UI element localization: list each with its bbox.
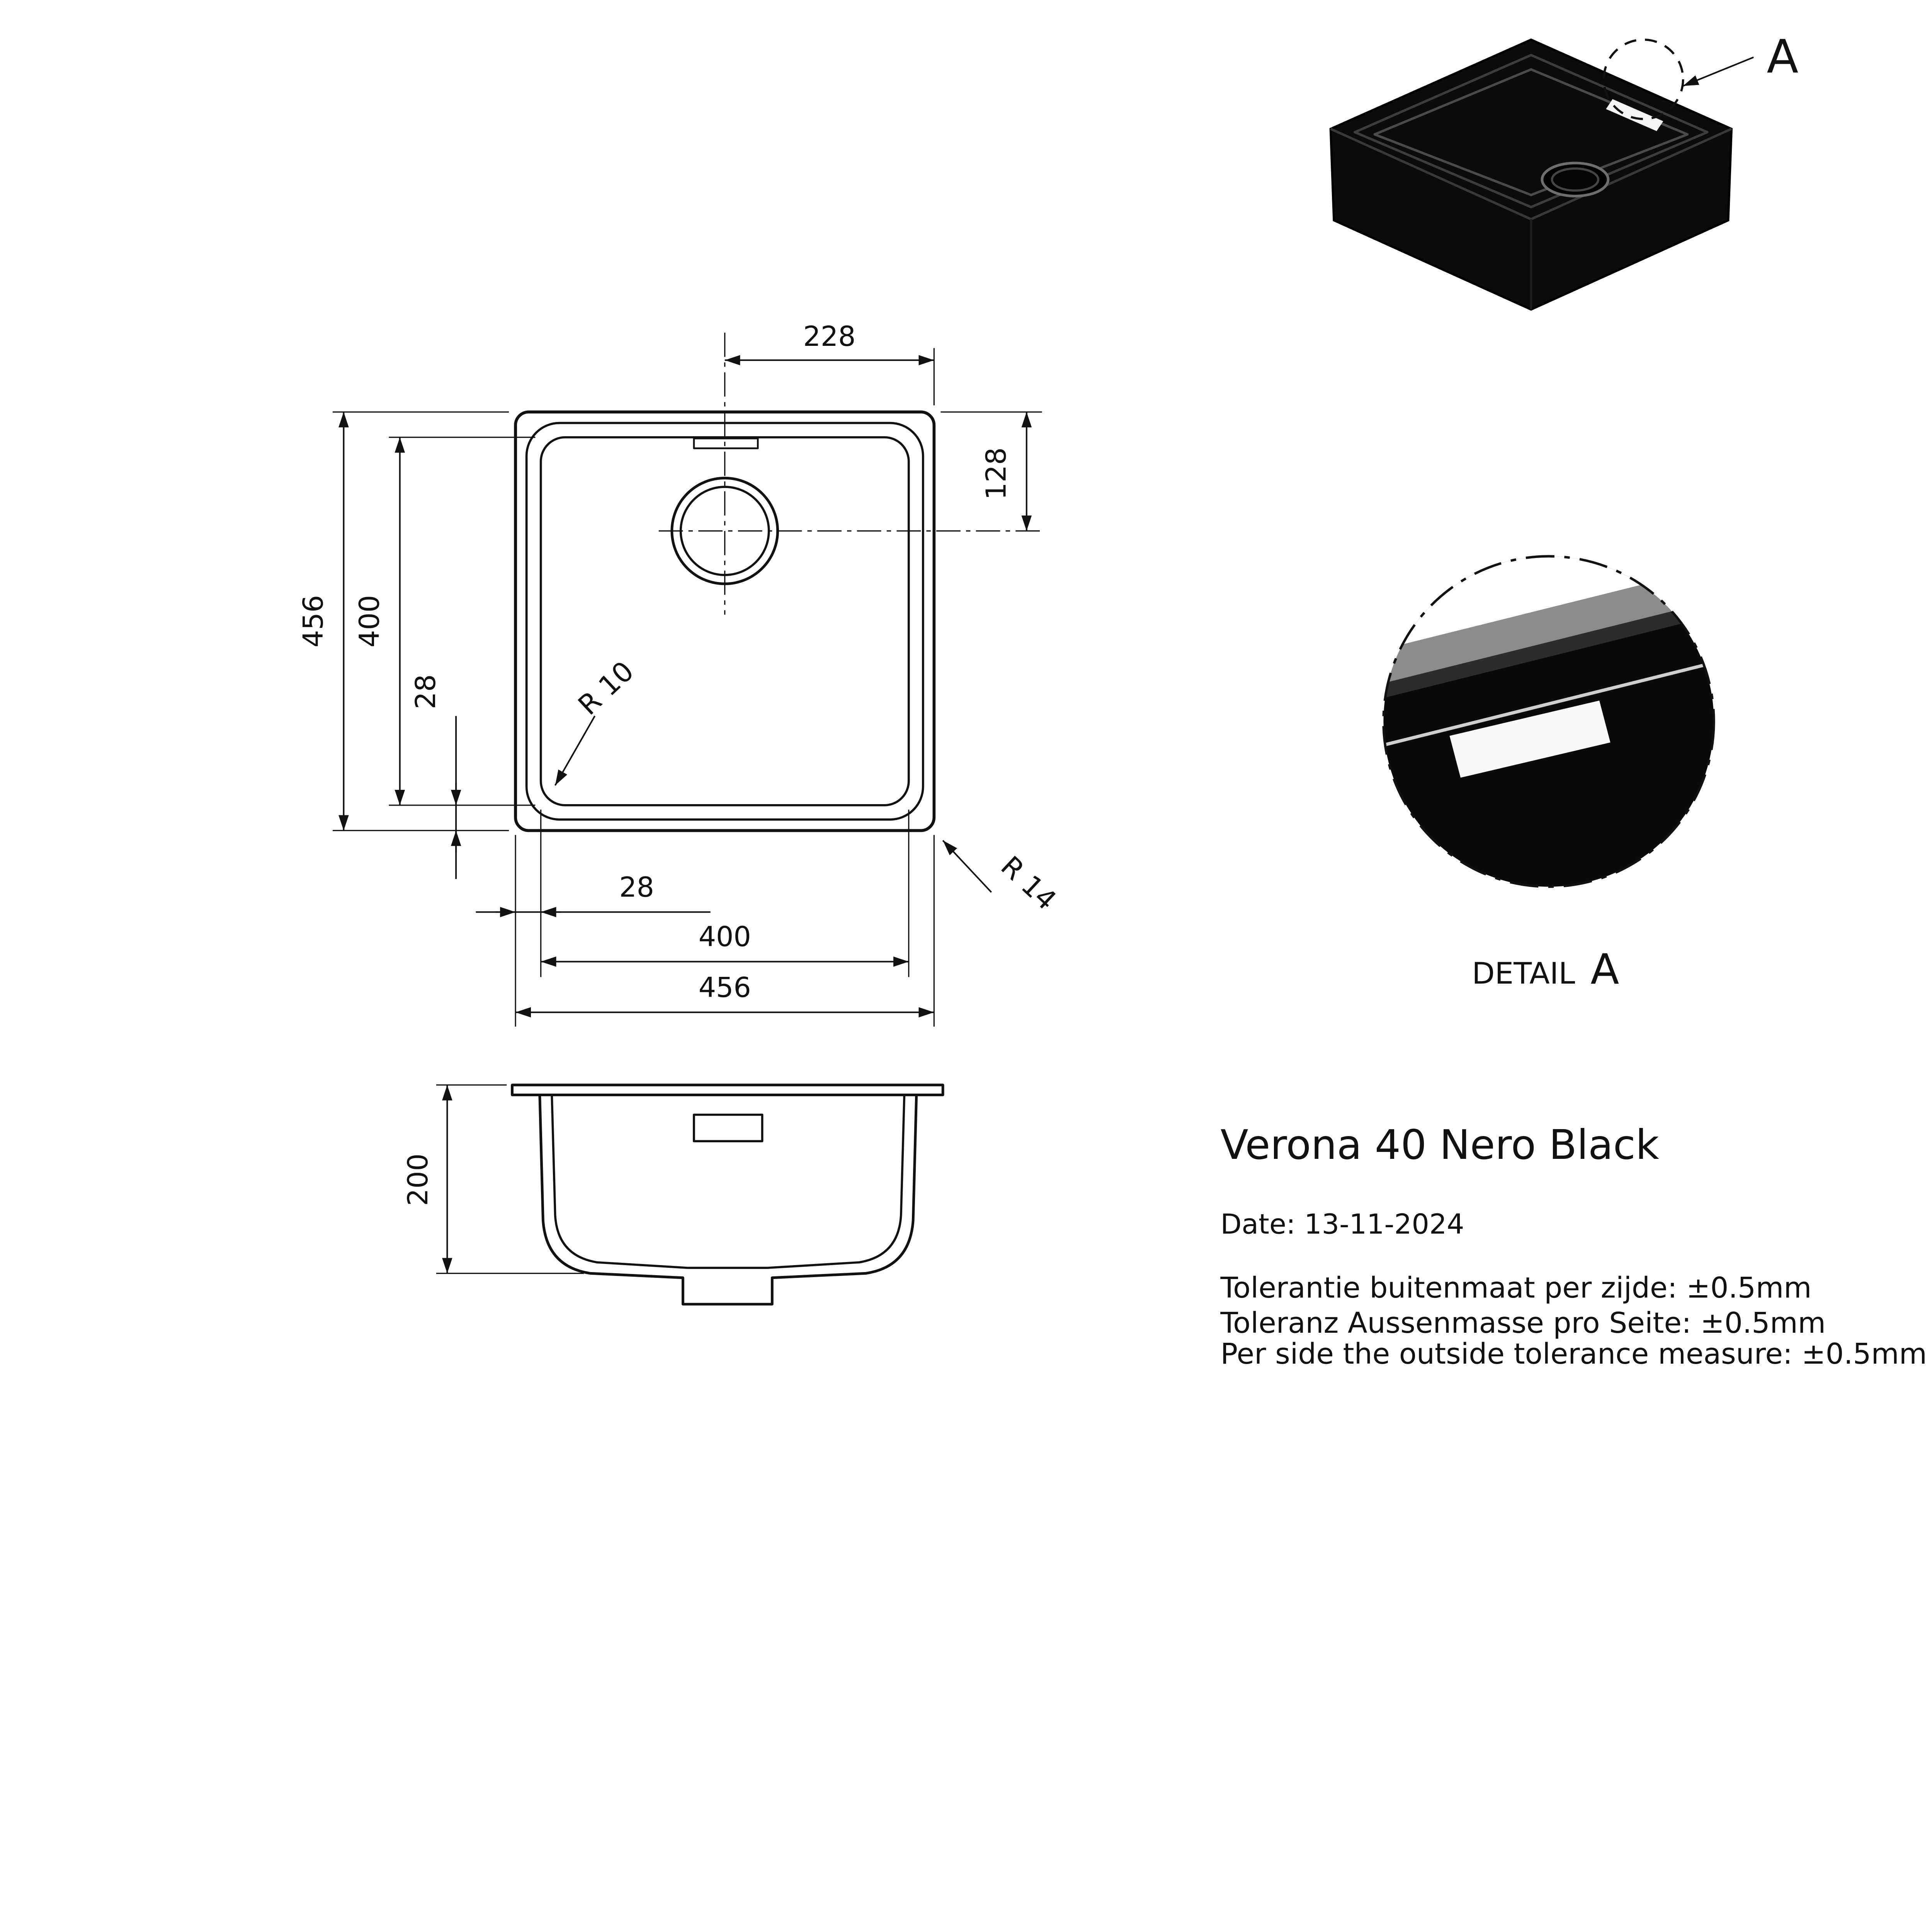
radius-callout-r10: R 10 bbox=[554, 655, 640, 786]
dim-400v-label: 400 bbox=[354, 595, 386, 648]
dimension-456-vertical: 456 bbox=[297, 411, 509, 831]
detail-view: DETAIL A bbox=[1382, 555, 1715, 994]
dim-28h-label: 28 bbox=[619, 871, 654, 903]
detail-view-boundary bbox=[1382, 555, 1715, 888]
drawing-sheet: 228 128 456 400 28 bbox=[297, 30, 1927, 1366]
leader-line bbox=[554, 715, 596, 786]
detail-rim-shadow-band bbox=[1383, 592, 1714, 713]
tolerance-line-de: Toleranz Aussenmasse pro Seite: ±0.5mm bbox=[1220, 1306, 1825, 1340]
detail-overflow-hole bbox=[1449, 700, 1611, 778]
drawing-canvas: 228 128 456 400 28 bbox=[297, 30, 1927, 1366]
drawing-date: Date: 13-11-2024 bbox=[1220, 1208, 1464, 1240]
detail-rim-highlight-band bbox=[1383, 560, 1714, 699]
detail-label-word: DETAIL bbox=[1472, 957, 1575, 991]
dim-456h-label: 456 bbox=[699, 971, 751, 1004]
tolerance-line-nl: Tolerantie buitenmaat per zijde: ±0.5mm bbox=[1220, 1271, 1811, 1305]
sink-3d-flange-inner-edge bbox=[1354, 54, 1709, 209]
tolerance-line-en: Per side the outside tolerance measure: … bbox=[1220, 1337, 1927, 1366]
dim-200-label: 200 bbox=[402, 1153, 434, 1206]
bowl-bottom-edge bbox=[539, 436, 910, 806]
iso-view: A bbox=[1329, 30, 1798, 311]
dim-128-label: 128 bbox=[980, 447, 1012, 500]
dim-456v-label: 456 bbox=[297, 595, 329, 648]
overflow-slot-top-view bbox=[693, 437, 759, 449]
side-view: 200 bbox=[402, 1084, 944, 1306]
dim-228-label: 228 bbox=[803, 320, 856, 352]
detail-label-letter: A bbox=[1590, 945, 1619, 994]
overflow-slot-side-view bbox=[693, 1113, 764, 1143]
detail-callout-letter: A bbox=[1767, 30, 1798, 84]
dimension-200: 200 bbox=[402, 1084, 584, 1274]
dimension-228: 228 bbox=[724, 320, 935, 406]
dim-28v-label: 28 bbox=[410, 674, 442, 709]
leader-line bbox=[942, 840, 992, 893]
radius-callout-r14: R 14 bbox=[942, 840, 1063, 917]
detail-clip-group bbox=[1383, 556, 1714, 887]
info-block: Verona 40 Nero Black Date: 13-11-2024 To… bbox=[1220, 1121, 1927, 1366]
dim-400h-label: 400 bbox=[699, 921, 751, 953]
top-view: 228 128 456 400 28 bbox=[297, 320, 1063, 1027]
dimension-128: 128 bbox=[940, 411, 1042, 531]
sink-3d-overflow-slot bbox=[1606, 99, 1663, 131]
r14-label: R 14 bbox=[995, 850, 1063, 917]
dimension-456-horizontal: 456 bbox=[515, 835, 935, 1027]
dimension-400-vertical: 400 bbox=[354, 437, 536, 806]
dimension-28-vertical: 28 bbox=[410, 674, 461, 879]
detail-inner-edge-line bbox=[1383, 649, 1714, 759]
sink-inner-profile bbox=[551, 1095, 906, 1269]
dimension-400-horizontal: 400 bbox=[541, 810, 910, 977]
detail-callout-leader bbox=[1683, 56, 1754, 87]
sink-flange bbox=[511, 1084, 944, 1096]
sink-outer-profile bbox=[538, 1095, 918, 1306]
product-title: Verona 40 Nero Black bbox=[1220, 1121, 1659, 1169]
r10-label: R 10 bbox=[572, 655, 640, 721]
dimension-28-horizontal: 28 bbox=[476, 810, 711, 1027]
sink-3d-drain-hole bbox=[1551, 167, 1600, 192]
